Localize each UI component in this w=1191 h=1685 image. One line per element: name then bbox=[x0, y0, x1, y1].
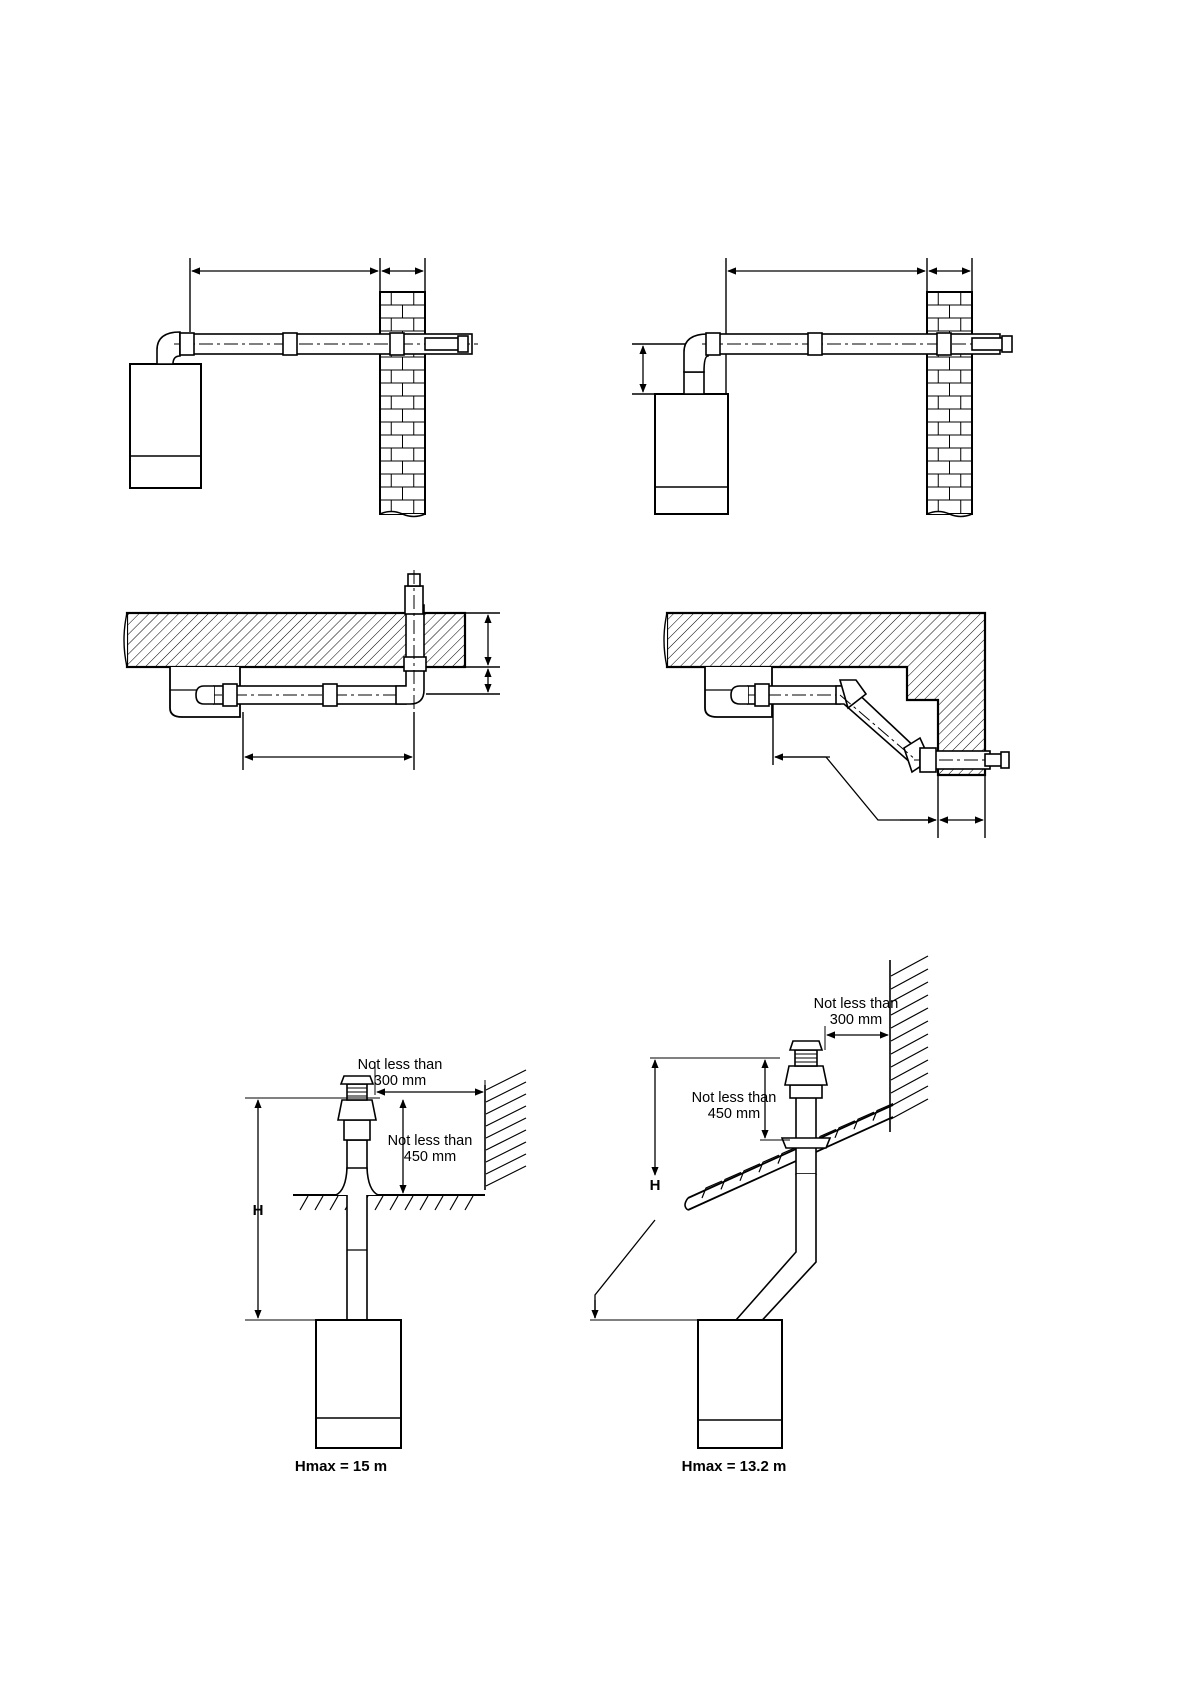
diagram-horizontal-flue-rear-wall bbox=[130, 258, 478, 517]
wall-hatch bbox=[486, 1166, 526, 1186]
flue-offset-pipe bbox=[736, 1174, 816, 1340]
pipe-clamp bbox=[404, 657, 426, 671]
terminal-body bbox=[338, 1100, 376, 1120]
roof-hatch bbox=[375, 1196, 383, 1210]
flue-pipe-vertical bbox=[347, 1140, 367, 1320]
brick-wall bbox=[380, 292, 425, 514]
pipe-bend-start bbox=[731, 686, 748, 704]
side-clearance-line-2: 300 mm bbox=[374, 1073, 426, 1089]
wall-hatch bbox=[891, 1073, 928, 1093]
flue-riser bbox=[684, 372, 704, 394]
wall-hatch bbox=[891, 1086, 928, 1106]
wall-hatch bbox=[486, 1118, 526, 1138]
top-clearance-line-1: Not less than bbox=[388, 1133, 473, 1149]
roof-hatch bbox=[390, 1196, 398, 1210]
side-clearance-line-1: Not less than bbox=[358, 1057, 443, 1073]
wall-hatch bbox=[486, 1142, 526, 1162]
slab-break bbox=[124, 613, 127, 667]
top-clearance-line-1: Not less than bbox=[692, 1090, 777, 1106]
roof-hatch bbox=[435, 1196, 443, 1210]
roof-hatch bbox=[315, 1196, 323, 1210]
pipe-bend-start bbox=[196, 686, 214, 704]
terminal bbox=[972, 338, 1004, 350]
pipe-clamp bbox=[808, 333, 822, 355]
boiler bbox=[655, 394, 728, 514]
side-clearance-line-2: 300 mm bbox=[830, 1012, 882, 1028]
pipe-clamp bbox=[937, 333, 951, 355]
flue-pipe-upper bbox=[796, 1096, 816, 1174]
top-clearance-line-2: 450 mm bbox=[708, 1106, 760, 1122]
pipe-clamp bbox=[180, 333, 194, 355]
terminal-cap bbox=[790, 1041, 822, 1050]
slab-break bbox=[664, 613, 667, 667]
roof-hatch bbox=[420, 1196, 428, 1210]
wall-hatch bbox=[891, 1060, 928, 1080]
terminal bbox=[425, 338, 460, 350]
wall-hatch bbox=[891, 1021, 928, 1041]
roof-hatch bbox=[450, 1196, 458, 1210]
pipe-clamp bbox=[706, 333, 720, 355]
boiler bbox=[130, 364, 201, 488]
wall-hatch bbox=[891, 1047, 928, 1067]
wall-hatch bbox=[891, 1099, 928, 1119]
pipe-clamp bbox=[223, 684, 237, 706]
diagram-horizontal-flue-with-riser bbox=[632, 258, 1012, 517]
wall-hatch bbox=[486, 1130, 526, 1150]
pipe-clamp bbox=[390, 333, 404, 355]
wall-hatch bbox=[891, 982, 928, 1002]
wall-hatch bbox=[486, 1106, 526, 1126]
roof-hatch bbox=[405, 1196, 413, 1210]
wall-hatch bbox=[486, 1094, 526, 1114]
flue-elbow bbox=[157, 332, 180, 364]
side-clearance-line-1: Not less than bbox=[814, 996, 899, 1012]
roof-eave bbox=[685, 1198, 688, 1210]
wall-hatch bbox=[486, 1070, 526, 1090]
flue-elbow bbox=[684, 334, 708, 372]
terminal-collar bbox=[790, 1085, 822, 1098]
pipe-clamp bbox=[920, 748, 936, 772]
terminal-collar bbox=[344, 1120, 370, 1140]
roof-flashing bbox=[336, 1168, 378, 1195]
roof-hatch bbox=[300, 1196, 308, 1210]
boiler bbox=[316, 1320, 401, 1448]
pipe-clamp bbox=[323, 684, 337, 706]
diagram-vertical-flue-pitched-roof: Not less than 300 mm Not less than 450 m… bbox=[590, 956, 928, 1475]
pipe-clamp bbox=[755, 684, 769, 706]
roof-hatch bbox=[330, 1196, 338, 1210]
wall-hatch bbox=[891, 1034, 928, 1054]
diagram-plan-view-offset-bends bbox=[664, 613, 1009, 838]
wall-hatch bbox=[891, 969, 928, 989]
diagram-plan-view-vertical-exit bbox=[124, 570, 500, 770]
top-clearance-line-2: 450 mm bbox=[404, 1149, 456, 1165]
diagram-vertical-flue-flat-roof: Not less than 300 mm Not less than 450 m… bbox=[245, 1057, 526, 1475]
wall-hatch bbox=[891, 956, 928, 976]
terminal-cap bbox=[1001, 752, 1009, 768]
brick-wall bbox=[927, 292, 972, 514]
wall-hatch bbox=[486, 1082, 526, 1102]
terminal-cap bbox=[1002, 336, 1012, 352]
pipe-clamp bbox=[283, 333, 297, 355]
max-height-caption: Hmax = 13.2 m bbox=[682, 1458, 787, 1475]
terminal-body bbox=[785, 1066, 827, 1085]
terminal-cap bbox=[458, 336, 468, 352]
wall-hatch bbox=[486, 1154, 526, 1174]
height-leader bbox=[595, 1220, 655, 1318]
height-symbol: H bbox=[650, 1177, 661, 1194]
roof-hatch bbox=[465, 1196, 473, 1210]
boiler bbox=[698, 1320, 782, 1448]
roof-line-lower bbox=[688, 1117, 893, 1210]
terminal-cap bbox=[341, 1076, 373, 1084]
max-height-caption: Hmax = 15 m bbox=[295, 1458, 387, 1475]
